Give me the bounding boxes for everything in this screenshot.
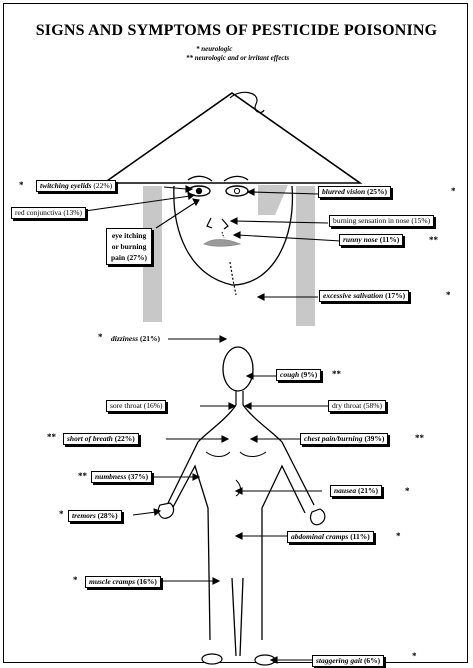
runny-nose-mark: ** bbox=[429, 235, 438, 245]
right-pupil bbox=[233, 187, 241, 195]
arrows bbox=[84, 185, 342, 664]
label-staggering-gait: staggering gait (6%) bbox=[312, 655, 385, 667]
numbness-mark: ** bbox=[78, 471, 87, 481]
abdominal-cramps-mark: * bbox=[396, 531, 401, 541]
chest bbox=[205, 451, 267, 457]
muscle-cramps-text: muscle cramps bbox=[89, 577, 136, 586]
dizziness-mark: * bbox=[98, 332, 103, 342]
blurred-vision-pct: (25%) bbox=[367, 187, 388, 196]
nausea-mark: * bbox=[405, 486, 410, 496]
label-dry-throat: dry throat (58%) bbox=[328, 400, 386, 412]
label-tremors: tremors (28%) bbox=[68, 510, 122, 522]
salivation-text: excessive salivation bbox=[323, 291, 384, 300]
left-pupil bbox=[195, 187, 203, 195]
label-chest-pain: chest pain/burning (39%) bbox=[300, 433, 389, 445]
nausea-text: nausea bbox=[334, 486, 357, 495]
red-conjunctiva-text: red conjunctiva (13%) bbox=[15, 208, 83, 217]
dizziness-pct: (21%) bbox=[139, 334, 160, 343]
numbness-text: numbness bbox=[95, 472, 127, 481]
nausea-pct: (21%) bbox=[357, 486, 378, 495]
chest-pain-text: chest pain/burning bbox=[304, 434, 363, 443]
grey-band-right bbox=[296, 186, 315, 326]
page-border bbox=[3, 3, 468, 663]
nose bbox=[206, 217, 229, 230]
runny-nose-text: runny nose bbox=[343, 235, 378, 244]
eye-itching-line1: eye itching bbox=[111, 231, 147, 240]
muscle-cramps-pct: (16%) bbox=[136, 577, 157, 586]
staggering-gait-mark: * bbox=[412, 651, 417, 661]
body-outline bbox=[167, 404, 315, 657]
label-excessive-salivation: excessive salivation (17%) bbox=[319, 290, 410, 302]
label-blurred-vision: blurred vision (25%) bbox=[318, 186, 392, 198]
label-sore-throat: sore throat (16%) bbox=[106, 400, 167, 412]
label-numbness: numbness (37%) bbox=[91, 471, 153, 483]
head bbox=[222, 346, 254, 392]
label-dizziness: dizziness (21%) bbox=[111, 334, 160, 344]
hat-triangle bbox=[101, 92, 363, 184]
blurred-vision-mark: * bbox=[451, 186, 456, 196]
label-eye-itching: eye itching or burning pain (27%) bbox=[106, 228, 153, 265]
right-eyebrow bbox=[223, 175, 249, 182]
twitching-eyelids-mark: * bbox=[19, 180, 24, 190]
label-twitching-eyelids: twitching eyelids (22%) bbox=[36, 180, 117, 192]
twitching-eyelids-text: twitching eyelids bbox=[40, 181, 92, 190]
abdominal-cramps-text: abdominal cramps bbox=[291, 532, 349, 541]
neck bbox=[235, 391, 244, 405]
label-cough: cough (9%) bbox=[276, 369, 322, 381]
drool bbox=[229, 261, 237, 296]
blurred-vision-text: blurred vision bbox=[322, 187, 366, 196]
left-foot bbox=[201, 653, 223, 665]
short-breath-text: short of breath bbox=[67, 434, 113, 443]
short-breath-pct: (22%) bbox=[114, 434, 135, 443]
label-abdominal-cramps: abdominal cramps (11%) bbox=[287, 531, 374, 543]
salivation-pct: (17%) bbox=[385, 291, 406, 300]
label-muscle-cramps: muscle cramps (16%) bbox=[85, 576, 161, 588]
chest-pain-pct: (39%) bbox=[364, 434, 385, 443]
label-runny-nose: runny nose (11%) bbox=[339, 234, 404, 246]
dry-throat-text: dry throat (58%) bbox=[332, 401, 382, 410]
grey-band-left bbox=[143, 186, 162, 322]
burning-nose-text: burning sensation in nose (15%) bbox=[333, 216, 431, 225]
sore-throat-text: sore throat (16%) bbox=[110, 401, 163, 410]
salivation-mark: * bbox=[446, 290, 451, 300]
runny-nose-pct: (11%) bbox=[379, 235, 400, 244]
legend-double: ** neurologic and or irritant effects bbox=[186, 54, 290, 62]
face-outline bbox=[173, 185, 294, 286]
mouth bbox=[203, 239, 242, 247]
eye-itching-line2: or burning bbox=[111, 242, 147, 251]
numbness-pct: (37%) bbox=[128, 472, 149, 481]
chest-pain-mark: ** bbox=[415, 433, 424, 443]
page-title: SIGNS AND SYMPTOMS OF PESTICIDE POISONIN… bbox=[35, 22, 438, 39]
staggering-gait-pct: (6%) bbox=[363, 656, 381, 665]
label-nausea: nausea (21%) bbox=[330, 485, 382, 497]
staggering-gait-text: staggering gait bbox=[316, 656, 363, 665]
belly bbox=[235, 479, 241, 497]
hair-curl bbox=[229, 91, 265, 114]
right-hand bbox=[309, 508, 326, 526]
cough-pct: (9%) bbox=[301, 370, 318, 379]
abdominal-cramps-pct: (11%) bbox=[350, 532, 370, 541]
dizziness-text: dizziness bbox=[111, 334, 139, 343]
tremors-pct: (28%) bbox=[97, 511, 118, 520]
left-eyebrow bbox=[187, 175, 213, 182]
grey-band-inner-right bbox=[258, 185, 288, 215]
cough-text: cough bbox=[280, 370, 300, 379]
label-short-of-breath: short of breath (22%) bbox=[63, 433, 139, 445]
tremors-text: tremors bbox=[72, 511, 96, 520]
muscle-cramps-mark: * bbox=[73, 575, 78, 585]
tremors-mark: * bbox=[59, 509, 64, 519]
label-red-conjunctiva: red conjunctiva (13%) bbox=[11, 207, 87, 219]
right-eye bbox=[225, 185, 249, 197]
eye-itching-line3: pain (27%) bbox=[111, 253, 148, 262]
short-breath-mark: ** bbox=[47, 432, 56, 442]
legend-single: * neurologic bbox=[196, 45, 233, 53]
left-hand bbox=[157, 502, 175, 519]
twitching-eyelids-pct: (22%) bbox=[93, 181, 113, 190]
runny-drip bbox=[221, 231, 225, 239]
cough-mark: ** bbox=[332, 369, 341, 379]
label-burning-nose: burning sensation in nose (15%) bbox=[329, 215, 435, 227]
